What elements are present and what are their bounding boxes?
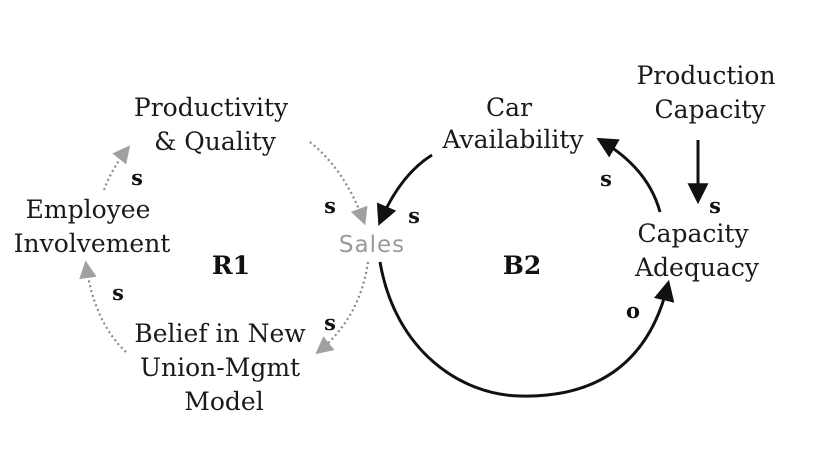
node-productivity-quality: Productivity & Quality xyxy=(134,93,296,156)
link-belief-to-employee xyxy=(79,260,127,353)
node-employee-involvement: Employee Involvement xyxy=(14,195,171,258)
link-sales-to-capacity-adequacy xyxy=(378,261,675,398)
node-production-capacity: Production Capacity xyxy=(636,61,783,124)
node-belief-new-model: Belief in New Union-Mgmt Model xyxy=(134,319,313,416)
polarity-productivity-to-sales: s xyxy=(324,193,336,218)
polarity-capacity-adequacy-to-car-availability: s xyxy=(600,166,612,191)
polarity-car-availability-to-sales: s xyxy=(408,203,420,228)
link-employee-to-productivity xyxy=(102,145,131,191)
link-capacity-adequacy-to-car-availability xyxy=(596,137,662,213)
polarity-belief-to-employee: s xyxy=(112,280,124,305)
node-car-availability: Car Availability xyxy=(441,93,584,154)
node-sales: Sales xyxy=(339,232,405,258)
link-sales-to-belief xyxy=(315,261,370,355)
link-car-availability-to-sales xyxy=(376,153,433,226)
node-capacity-adequacy: Capacity Adequacy xyxy=(634,219,760,282)
polarity-sales-to-capacity-adequacy: o xyxy=(626,298,640,323)
loop-label-b2: B2 xyxy=(503,251,542,280)
link-productivity-to-sales xyxy=(309,141,368,226)
polarity-employee-to-productivity: s xyxy=(131,165,143,190)
loop-label-r1: R1 xyxy=(212,251,250,280)
polarity-production-capacity-to-capacity-adequacy: s xyxy=(709,193,721,218)
polarity-sales-to-belief: s xyxy=(324,310,336,335)
